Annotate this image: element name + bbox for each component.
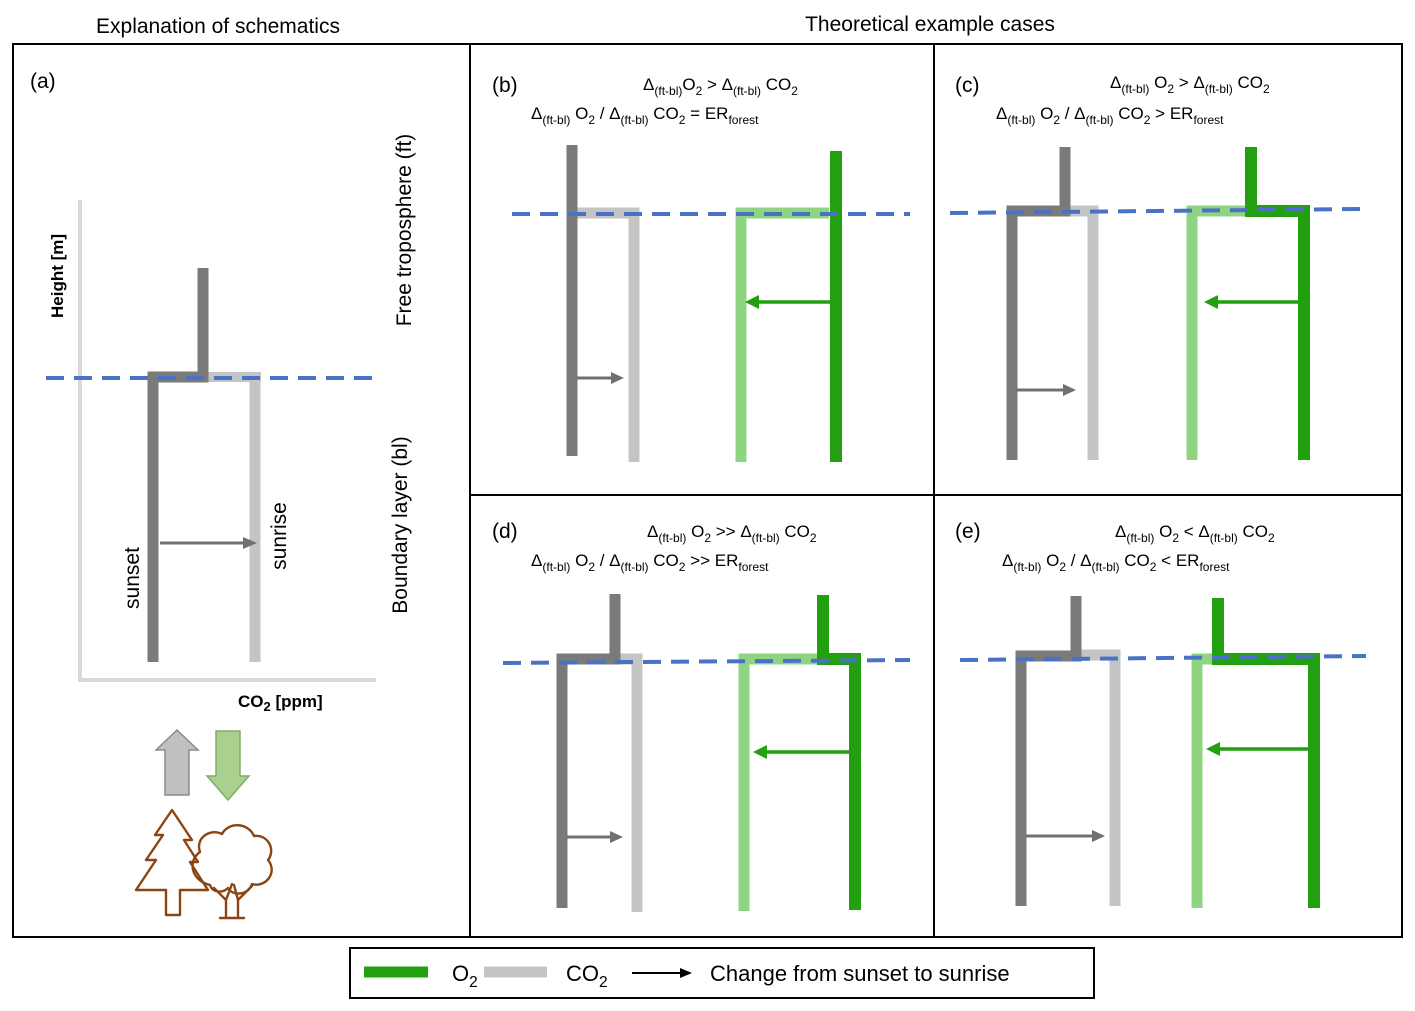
o2-sunrise-profile	[738, 653, 822, 911]
panel-d-condition-2: Δ(ft-bl) O2 / Δ(ft-bl) CO2 >> ERforest	[531, 551, 769, 574]
panel-grid-frame	[469, 43, 1403, 938]
heading-explanation: Explanation of schematics	[96, 15, 340, 38]
panel-e-label: (e)	[955, 520, 981, 543]
free-troposphere-label: Free troposphere (ft)	[393, 134, 416, 327]
co2-change-arrow-head	[610, 831, 623, 843]
boundary-layer-top-dash	[949, 207, 1361, 215]
panel-b-condition-1: Δ(ft-bl)O2 > Δ(ft-bl) CO2	[643, 75, 798, 98]
co2-sunrise-profile	[615, 653, 643, 912]
boundary-layer-top-dash	[959, 654, 1367, 662]
co2-sunset-profile	[1015, 596, 1082, 906]
co2-change-arrow-head	[1092, 830, 1105, 842]
change-arrow-head	[243, 537, 257, 549]
sunset-label: sunset	[121, 547, 144, 609]
o2-sunrise-profile	[1191, 653, 1218, 908]
panel-e-condition-2: Δ(ft-bl) O2 / Δ(ft-bl) CO2 < ERforest	[1002, 551, 1230, 574]
y-axis-label: Height [m]	[48, 234, 67, 318]
panel-frames	[12, 43, 1403, 938]
co2-sunrise-profile	[575, 207, 640, 462]
o2-sunset-profile	[1212, 598, 1320, 908]
o2-change-arrow-head	[753, 745, 767, 759]
panel-a: (a) Height [m] CO2 [ppm] sunset sunrise	[30, 70, 380, 920]
legend: O2 CO2 Change from sunset to sunrise	[349, 947, 1095, 999]
panel-d-label: (d)	[492, 520, 518, 543]
co2-sunrise-profile	[1076, 649, 1121, 906]
heading-theoretical: Theoretical example cases	[805, 13, 1055, 36]
co2-emission-arrow-up	[154, 728, 200, 796]
panel-a-label: (a)	[30, 70, 56, 93]
o2-sunset-profile	[1245, 147, 1310, 460]
o2-sunrise-profile	[735, 207, 829, 462]
conifer-tree-icon	[134, 808, 210, 917]
panel-c-label: (c)	[955, 74, 980, 97]
co2-sunset-profile	[147, 268, 209, 662]
o2-change-arrow-head	[745, 295, 759, 309]
legend-change-label: Change from sunset to sunrise	[710, 961, 1010, 986]
legend-box	[349, 947, 1095, 999]
co2-change-arrow-head	[611, 372, 624, 384]
o2-change-arrow-head	[1206, 742, 1220, 756]
o2-sunrise-profile	[1186, 205, 1250, 460]
forest-icon	[134, 808, 273, 920]
sunrise-label: sunrise	[268, 502, 291, 570]
panel-e-condition-1: Δ(ft-bl) O2 < Δ(ft-bl) CO2	[1115, 522, 1275, 545]
co2-change-arrow-head	[1063, 384, 1076, 396]
panel-d-condition-1: Δ(ft-bl) O2 >> Δ(ft-bl) CO2	[647, 522, 817, 545]
co2-sunrise-profile	[1065, 205, 1099, 460]
o2-change-arrow-head	[1204, 295, 1218, 309]
boundary-layer-label: Boundary layer (bl)	[389, 436, 412, 613]
co2-sunset-profile	[1006, 147, 1071, 460]
legend-co2-label: CO2	[566, 961, 608, 991]
panel-c-condition-2: Δ(ft-bl) O2 / Δ(ft-bl) CO2 > ERforest	[996, 104, 1224, 127]
boundary-layer-top-dash	[502, 658, 911, 665]
x-axis-label: CO2 [ppm]	[238, 692, 323, 714]
panel-b-condition-2: Δ(ft-bl) O2 / Δ(ft-bl) CO2 = ERforest	[531, 104, 759, 127]
co2-sunset-profile	[556, 594, 621, 908]
legend-arrow-head	[680, 968, 692, 978]
panel-c-condition-1: Δ(ft-bl) O2 > Δ(ft-bl) CO2	[1110, 73, 1270, 96]
o2-uptake-arrow-down	[205, 730, 251, 802]
deciduous-tree-trunk-icon	[212, 882, 254, 920]
panel-b-label: (b)	[492, 74, 518, 97]
legend-o2-label: O2	[452, 961, 478, 991]
